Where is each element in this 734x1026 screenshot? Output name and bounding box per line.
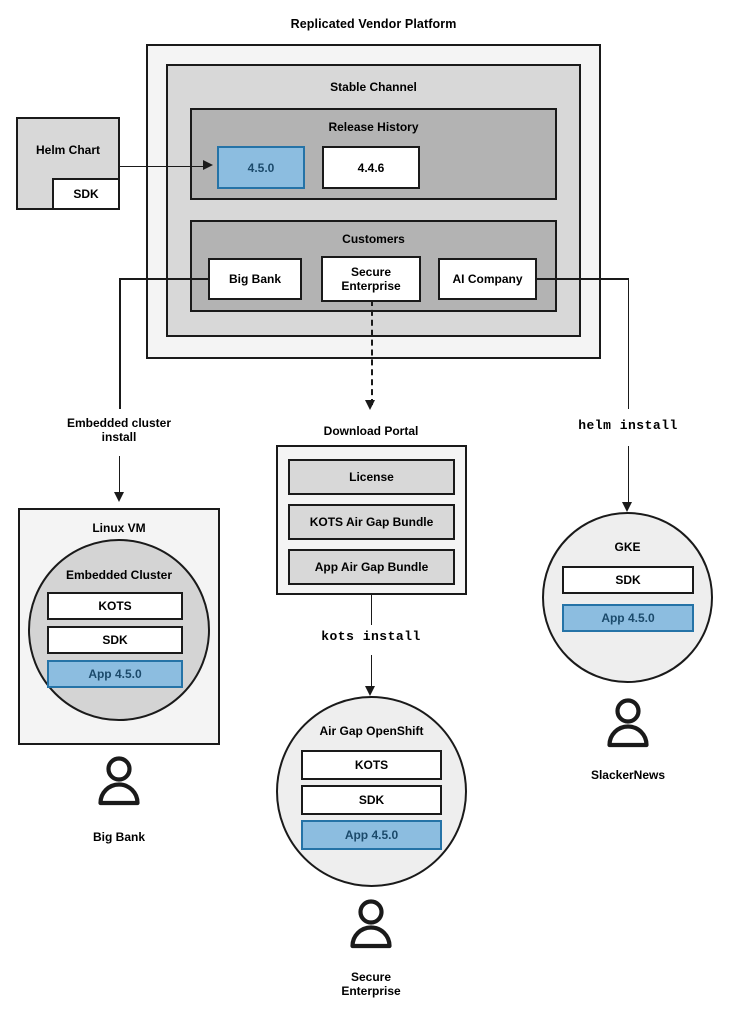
helm-install-arrow-line — [627, 446, 630, 504]
openshift-component-app[interactable]: App 4.5.0 — [301, 820, 442, 850]
customer-secure-enterprise[interactable]: Secure Enterprise — [321, 256, 421, 302]
customer-label-secure-enterprise: Secure Enterprise — [341, 970, 401, 998]
download-portal-title: Download Portal — [323, 424, 419, 438]
linuxvm-component-kots[interactable]: KOTS — [47, 592, 183, 620]
customer-ai-company[interactable]: AI Company — [438, 258, 537, 300]
embedded-cluster-install-label: Embedded cluster install — [66, 416, 172, 444]
linux-vm-title: Linux VM — [92, 521, 146, 535]
gke-component-app[interactable]: App 4.5.0 — [562, 604, 694, 632]
release-history-title: Release History — [328, 120, 419, 134]
helm-chart-label: Helm Chart — [35, 142, 100, 157]
gke-component-sdk[interactable]: SDK — [562, 566, 694, 594]
helm-install-label: helm install — [578, 418, 678, 433]
linuxvm-component-app[interactable]: App 4.5.0 — [47, 660, 183, 688]
release-4-4-6[interactable]: 4.4.6 — [322, 146, 420, 189]
diagram-title: Replicated Vendor Platform — [290, 17, 457, 31]
embedded-install-arrow-line — [118, 456, 121, 494]
download-artifact-license[interactable]: License — [288, 459, 455, 495]
kots-install-arrow-line-upper — [370, 595, 373, 625]
helm-to-release-arrowhead — [203, 160, 213, 170]
kots-install-arrowhead — [365, 686, 375, 696]
helm-to-release-line — [120, 165, 205, 168]
customer-label-big-bank: Big Bank — [92, 830, 145, 844]
secure-enterprise-dashed-connector — [370, 300, 373, 405]
embedded-install-arrowhead — [113, 492, 124, 502]
stable-channel-title: Stable Channel — [330, 80, 417, 94]
person-icon-secure-enterprise — [350, 899, 392, 949]
download-artifact-app-air-gap-bundle[interactable]: App Air Gap Bundle — [288, 549, 455, 585]
kots-install-arrow-line-lower — [370, 655, 373, 688]
linuxvm-component-sdk[interactable]: SDK — [47, 626, 183, 654]
customer-label-slackernews: SlackerNews — [590, 768, 666, 782]
customer-big-bank[interactable]: Big Bank — [208, 258, 302, 300]
gke-title: GKE — [614, 540, 641, 554]
helm-install-arrowhead — [622, 502, 632, 512]
openshift-component-kots[interactable]: KOTS — [301, 750, 442, 780]
kots-install-label: kots install — [321, 629, 421, 644]
air-gap-openshift-title: Air Gap OpenShift — [319, 724, 424, 738]
bigbank-connector-vertical — [119, 278, 121, 409]
bigbank-connector-horizontal — [119, 278, 209, 280]
customers-title: Customers — [342, 232, 405, 246]
person-icon-slackernews — [607, 698, 649, 748]
download-artifact-kots-air-gap-bundle[interactable]: KOTS Air Gap Bundle — [288, 504, 455, 540]
gke-circle — [542, 512, 713, 683]
embedded-cluster-title: Embedded Cluster — [65, 568, 173, 582]
openshift-component-sdk[interactable]: SDK — [301, 785, 442, 815]
person-icon-big-bank — [98, 756, 140, 806]
helm-chart-sdk-box[interactable]: SDK — [52, 178, 120, 210]
aicompany-connector-horizontal — [536, 278, 629, 280]
aicompany-connector-vertical — [627, 278, 630, 409]
release-4-5-0[interactable]: 4.5.0 — [217, 146, 305, 189]
secure-enterprise-arrowhead — [365, 400, 375, 410]
